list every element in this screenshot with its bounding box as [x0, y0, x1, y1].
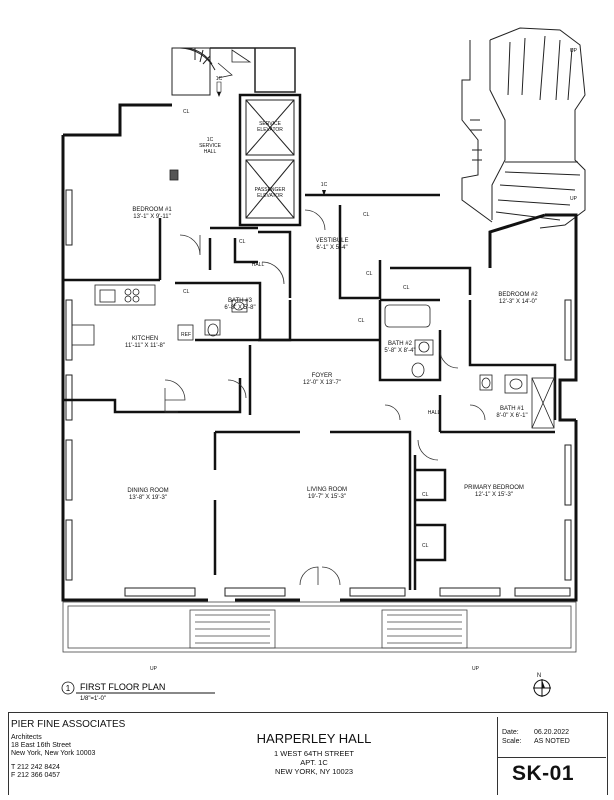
- stair-up-label: UP: [150, 666, 158, 672]
- balcony: [62, 601, 577, 653]
- building-name: HARPERLEY HALL: [256, 731, 372, 746]
- dining-dims: 13'-8" X 19'-3": [129, 495, 167, 501]
- plan-title: 1 FIRST FLOOR PLAN 1/8"=1'-0": [61, 681, 215, 702]
- refrigerator-label: REF: [181, 332, 191, 338]
- service-hall-label-2: SERVICE: [199, 143, 222, 149]
- plan-number: 1: [66, 684, 71, 693]
- dining-name: DINING ROOM: [127, 488, 168, 494]
- kitchen-dims: 11'-11" X 11'-8": [125, 343, 165, 349]
- sheet-info: Date: 06.20.2022 Scale: AS NOTED SK-01: [497, 717, 606, 795]
- scale-value: AS NOTED: [534, 738, 570, 745]
- title-block: PIER FINE ASSOCIATES Architects 18 East …: [8, 712, 608, 795]
- closet-label: CL: [358, 318, 365, 324]
- firm-name: PIER FINE ASSOCIATES: [11, 719, 126, 730]
- passenger-elevator-label-1: PASSENGER: [255, 187, 286, 193]
- closet-label: CL: [363, 212, 370, 218]
- firm-type: Architects: [11, 734, 42, 741]
- bedroom2-name: BEDROOM #2: [498, 292, 538, 298]
- unit-marker-1: 1C: [216, 76, 223, 82]
- service-hall-label-3: HALL: [204, 149, 217, 155]
- closet-label: CL: [422, 543, 429, 549]
- firm-address-2: New York, New York 10003: [11, 750, 96, 757]
- unit-marker-2: 1C: [321, 182, 328, 188]
- vestibule-dims: 6'-1" X 5'-4": [316, 245, 347, 251]
- plan-scale: 1/8"=1'-0": [80, 696, 106, 702]
- firm-address-1: 18 East 16th Street: [11, 742, 71, 749]
- closet-label: CL: [239, 239, 246, 245]
- closet-label: CL: [403, 285, 410, 291]
- date-value: 06.20.2022: [534, 729, 570, 736]
- foyer-name: FOYER: [312, 373, 333, 379]
- stair-up-label: UP: [570, 196, 578, 202]
- bath1-dims: 8'-0" X 6'-1": [496, 413, 527, 419]
- scale-label: Scale:: [502, 738, 522, 745]
- north-label: N: [537, 673, 541, 679]
- bedroom1-name: BEDROOM #1: [132, 207, 172, 213]
- north-arrow: N: [533, 673, 551, 697]
- firm-fax: F 212 366 0457: [11, 772, 61, 779]
- stair-up-label: UP: [472, 666, 480, 672]
- hall-label-upper: HALL: [252, 262, 265, 268]
- closet-label: CL: [366, 271, 373, 277]
- bath3-dims: 6'-8" X 5'-8": [224, 305, 255, 311]
- primary-dims: 12'-1" X 15'-3": [475, 492, 513, 498]
- room-labels: BEDROOM #1 13'-1" X 9'-11" KITCHEN 11'-1…: [125, 48, 578, 672]
- vestibule-name: VESTIBULE: [315, 238, 348, 244]
- living-name: LIVING ROOM: [307, 487, 347, 493]
- exterior-walls: [61, 103, 578, 602]
- primary-name: PRIMARY BEDROOM: [464, 485, 524, 491]
- service-elevator-label-1: SERVICE: [259, 121, 282, 127]
- closet-label: CL: [183, 109, 190, 115]
- marker-arrows: [216, 81, 326, 196]
- service-elevator-label-2: ELEVATOR: [257, 127, 283, 133]
- sheet-number: SK-01: [512, 762, 575, 785]
- windows: [65, 189, 572, 597]
- closet-label: CL: [422, 492, 429, 498]
- closet-label: CL: [183, 289, 190, 295]
- fixtures: [71, 169, 555, 429]
- bath1-name: BATH #1: [500, 406, 525, 412]
- building-city: NEW YORK, NY 10023: [274, 767, 354, 776]
- living-dims: 19'-7" X 15'-3": [308, 494, 346, 500]
- stair-up-label: UP: [570, 48, 578, 54]
- passenger-elevator-label-2: ELEVATOR: [257, 193, 283, 199]
- bath2-name: BATH #2: [388, 341, 413, 347]
- bath2-dims: 5'-8" X 8'-4": [384, 348, 415, 354]
- apartment: APT. 1C: [300, 758, 328, 767]
- plan-name: FIRST FLOOR PLAN: [80, 682, 165, 692]
- firm-phone: T 212 242 8424: [11, 764, 60, 771]
- bedroom1-dims: 13'-1" X 9'-11": [133, 214, 170, 220]
- hall-label-lower: HALL: [428, 410, 441, 416]
- stairs-left: [171, 47, 296, 96]
- elevators: [245, 99, 295, 219]
- stairs-right: [461, 27, 586, 229]
- door-swings: [164, 209, 486, 586]
- bath3-name: BATH #3: [228, 298, 253, 304]
- building-street: 1 WEST 64TH STREET: [274, 749, 354, 758]
- service-hall-label-1: 1C: [207, 137, 214, 143]
- interior-walls: [63, 93, 557, 590]
- date-label: Date:: [502, 729, 519, 736]
- kitchen-name: KITCHEN: [132, 336, 158, 342]
- bedroom2-dims: 12'-3" X 14'-0": [499, 299, 537, 305]
- foyer-dims: 12'-0" X 13'-7": [303, 380, 341, 386]
